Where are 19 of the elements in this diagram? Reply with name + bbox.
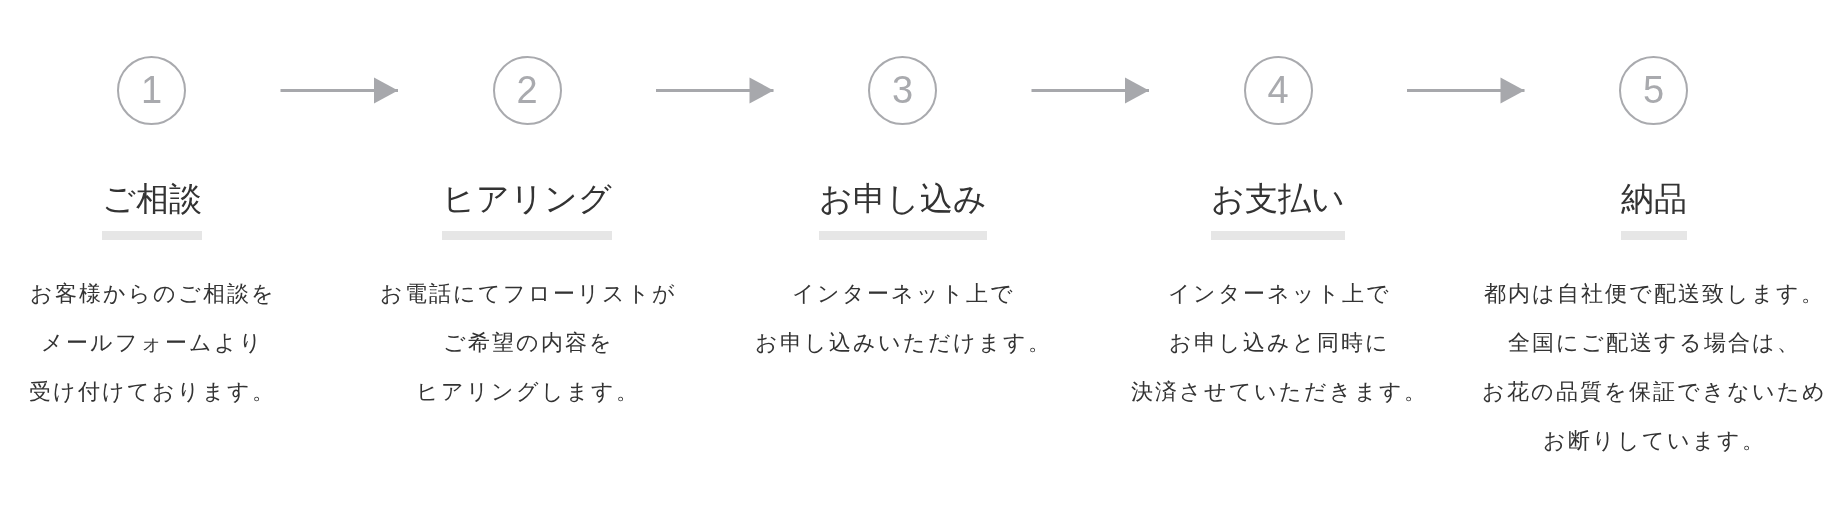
step-description: インターネット上でお申し込みと同時に決済させていただきます。 — [1129, 279, 1428, 406]
arrow — [656, 77, 774, 104]
step-title: お申し込み — [818, 179, 987, 240]
arrow — [280, 77, 398, 104]
step-description: お客様からのご相談をメールフォームより受け付けております。 — [28, 279, 276, 406]
step-title: ヒアリング — [442, 179, 612, 240]
numbered-circle: 5 — [1619, 56, 1688, 125]
step-title: お支払い — [1211, 179, 1345, 240]
arrow — [1407, 77, 1525, 104]
step-description: 都内は自社便で配送致します。全国にご配送する場合は、お花の品質を保証できないためお断りしています。 — [1481, 279, 1827, 455]
numbered-circle: 1 — [117, 56, 186, 125]
numbered-circle: 3 — [868, 56, 937, 125]
step-description: インターネット上でお申し込みいただけます。 — [754, 279, 1052, 357]
numbered-circle: 4 — [1243, 56, 1313, 125]
numbered-circle: 2 — [492, 56, 562, 125]
step-description: お電話にてフローリストがご希望の内容をヒアリングします。 — [378, 279, 677, 406]
arrow — [1031, 77, 1149, 104]
step-title: 納品 — [1620, 179, 1687, 240]
step-title: ご相談 — [101, 179, 202, 240]
